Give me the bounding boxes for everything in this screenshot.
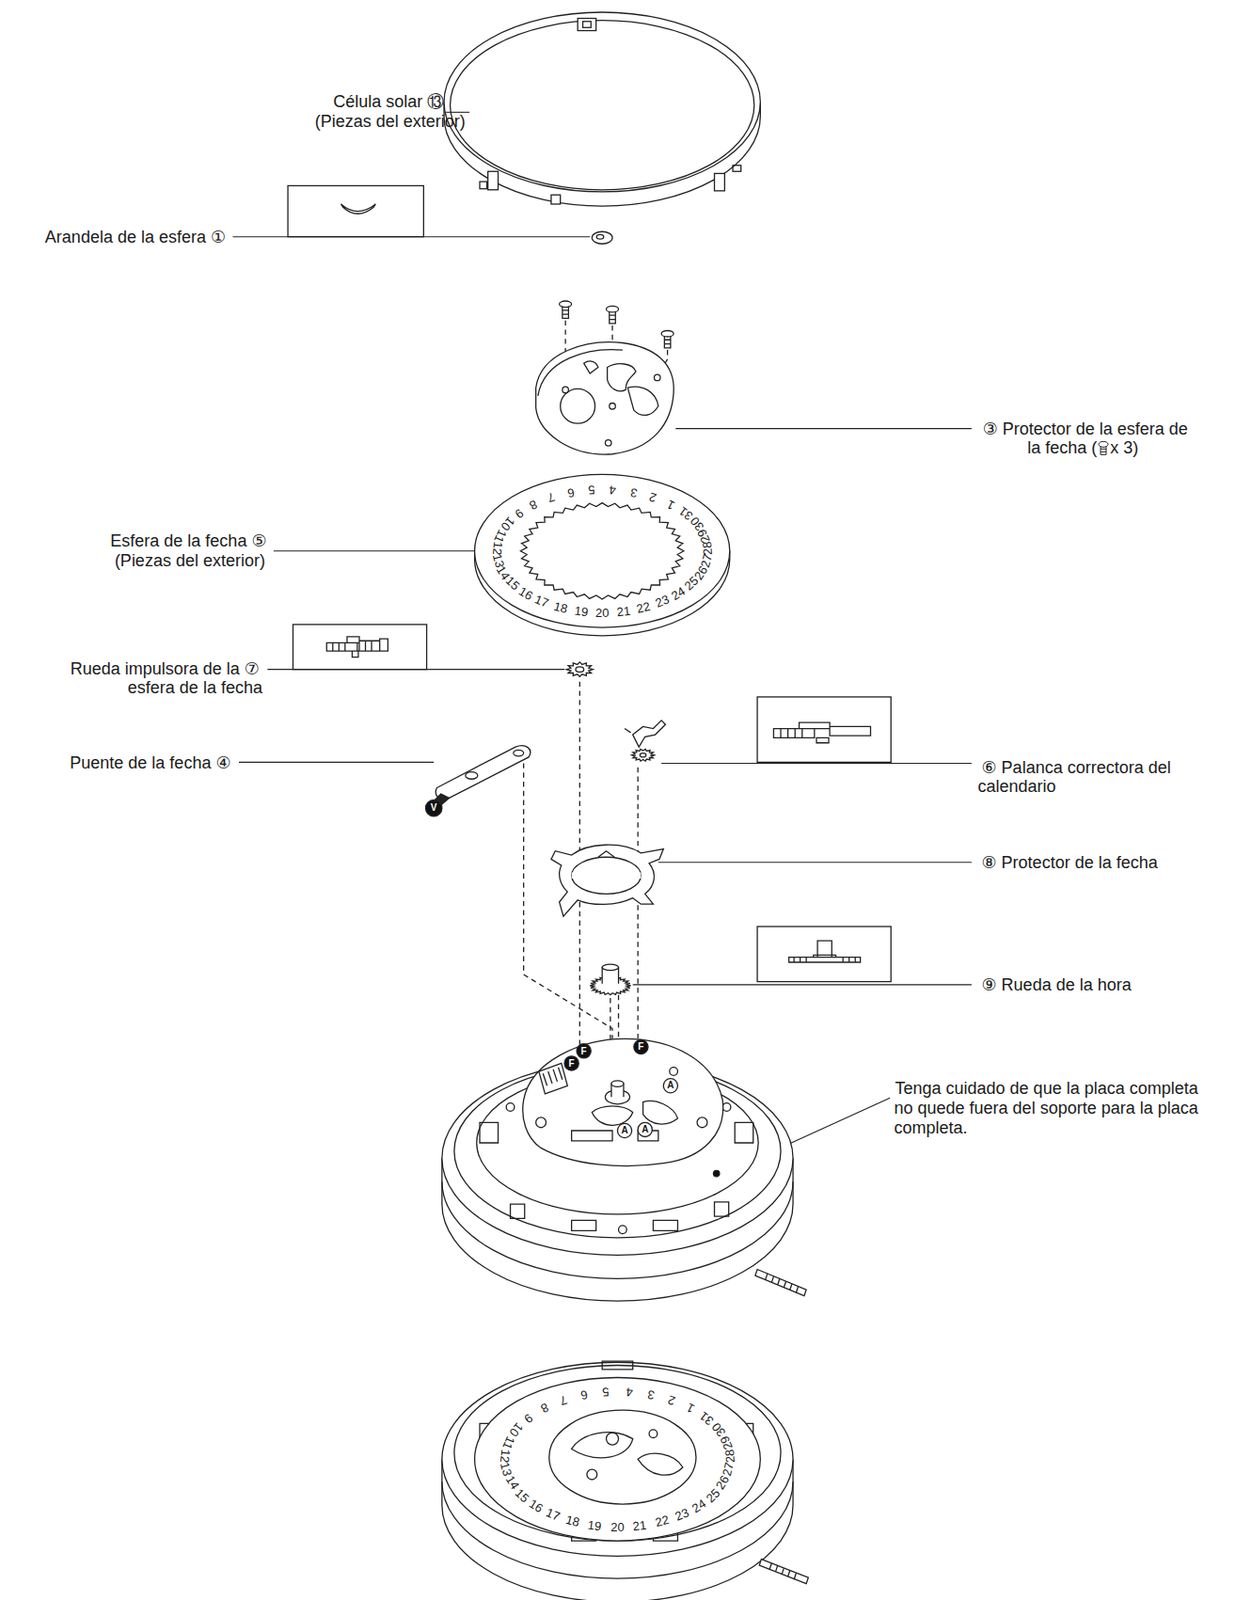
date-number: 23: [672, 1506, 690, 1524]
marking-letter: A: [641, 1125, 649, 1135]
date-number: 9: [512, 507, 526, 522]
date-number: 7: [545, 491, 556, 506]
part-label: Protector de la esfera de la fecha (: [1002, 419, 1189, 459]
solar-cell-ring: [443, 12, 761, 206]
part-label: Rueda de la hora: [1001, 975, 1132, 995]
callout-number: ①: [210, 225, 226, 246]
date-number: 23: [653, 593, 671, 610]
date-number: 4: [608, 483, 617, 496]
date-number: 1: [684, 1401, 697, 1416]
callout-number: ⑬: [427, 92, 444, 112]
date-number: 1: [665, 497, 677, 512]
marking-letter: F: [637, 1042, 644, 1052]
callout-number: ④: [215, 751, 231, 772]
callout-number: ⑧: [981, 852, 997, 872]
detail-box: [287, 185, 424, 237]
date-number: 22: [635, 600, 652, 616]
label-group: Esfera de la fecha⑤(Piezas del exterior): [109, 531, 270, 571]
note-text: Tenga cuidado de que la placa completa n…: [894, 1078, 1199, 1137]
detail-box: [757, 926, 891, 983]
date-number: 28: [723, 1448, 737, 1464]
screw-symbol: [1097, 441, 1110, 457]
marking-letter: F: [569, 1059, 575, 1069]
part-label: (Piezas del exterior): [114, 551, 266, 571]
date-number: 21: [632, 1518, 648, 1533]
date-number: 17: [533, 593, 551, 610]
date-bridge: [426, 745, 531, 817]
date-number: 3: [646, 1388, 656, 1402]
date-number: 7: [557, 1394, 569, 1409]
part-label: Arandela de la esfera: [45, 226, 206, 246]
label-group: ③Protector de la esfera de la fecha (x 3…: [977, 419, 1189, 459]
date-dial-guard: [536, 342, 675, 455]
label-group: ⑧Protector de la fecha: [977, 853, 1158, 873]
marking-letter: A: [620, 1125, 628, 1136]
label-group: ⑥Palanca correctora del calendario: [977, 758, 1196, 797]
marking-letter: F: [581, 1046, 587, 1057]
detail-box: [757, 697, 891, 762]
callout-number: ⑦: [244, 658, 260, 679]
date-number: 4: [625, 1386, 634, 1399]
date-number: 21: [616, 603, 632, 618]
date-number: 5: [587, 483, 596, 496]
date-number: 16: [517, 584, 536, 603]
part-label: Rueda impulsora de la: [70, 659, 240, 679]
date-number: 9: [522, 1410, 536, 1426]
label-group: Célula solar⑬(Piezas del exterior): [314, 93, 467, 132]
date-number: 20: [595, 606, 609, 619]
date-number: 17: [544, 1506, 562, 1524]
part-label: Palanca correctora del calendario: [977, 758, 1171, 797]
part-label: x 3): [1109, 439, 1139, 459]
part-label: Puente de la fecha: [69, 752, 211, 772]
marking-letter: V: [430, 803, 438, 813]
callout-number: ⑨: [981, 974, 997, 995]
label-group: Arandela de la esfera①: [44, 226, 230, 247]
date-number: 3: [629, 486, 638, 500]
date-number: 24: [669, 584, 688, 603]
date-number: 24: [689, 1497, 708, 1516]
label-group: Tenga cuidado de que la placa completa n…: [894, 1078, 1214, 1138]
label-group: Rueda impulsora de la⑦esfera de la fecha: [69, 659, 264, 698]
date-number: 6: [566, 486, 575, 500]
date-number: 15: [512, 1486, 531, 1505]
part-label: (Piezas del exterior): [315, 111, 466, 131]
callout-number: ③: [982, 418, 999, 439]
date-number: 6: [579, 1388, 589, 1402]
date-number: 19: [586, 1518, 603, 1533]
date-protector: [551, 844, 664, 917]
date-number: 8: [538, 1401, 551, 1416]
date-number: 19: [573, 603, 589, 618]
part-label: Protector de la fecha: [1001, 853, 1158, 872]
callout-number: ⑤: [251, 530, 267, 551]
date-number: 8: [527, 497, 539, 512]
corrector-lever: [624, 720, 666, 761]
date-number: 2: [648, 491, 659, 506]
label-group: Puente de la fecha④: [68, 752, 235, 773]
leader-lines: [232, 111, 971, 1175]
movement-holder: [442, 1038, 807, 1301]
date-number: 5: [602, 1386, 610, 1399]
marking-letter: A: [666, 1080, 674, 1091]
date-number: 20: [610, 1521, 624, 1534]
part-label: Esfera de la fecha: [110, 531, 247, 551]
part-label: esfera de la fecha: [127, 679, 263, 698]
screws: [559, 301, 675, 349]
callout-number: ⑥: [981, 757, 997, 777]
part-label: Célula solar: [332, 93, 423, 112]
assembled-movement: [442, 1361, 809, 1600]
date-number: 12: [498, 1448, 512, 1464]
detail-box: [292, 624, 427, 670]
date-number: 18: [565, 1513, 582, 1529]
label-group: ⑨Rueda de la hora: [977, 975, 1132, 996]
date-number: 2: [666, 1394, 678, 1409]
date-number: 16: [526, 1497, 545, 1516]
date-number: 18: [552, 600, 569, 616]
date-dial: [475, 474, 730, 635]
date-number: 22: [653, 1513, 670, 1529]
